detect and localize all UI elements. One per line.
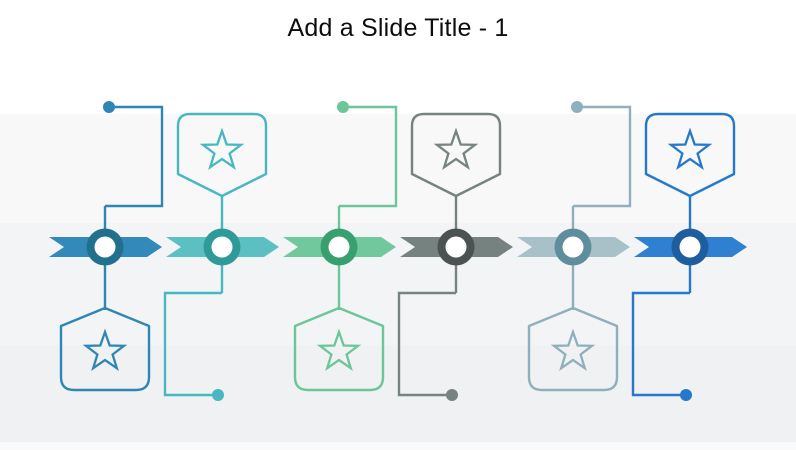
connector-endpoint-dot: [103, 101, 115, 113]
slide-title: Add a Slide Title - 1: [287, 14, 509, 42]
connector-elbow: [573, 105, 632, 208]
connector-elbow: [163, 291, 222, 397]
node-center: [211, 236, 233, 258]
node-center: [94, 236, 116, 258]
node-center: [562, 236, 584, 258]
node-center: [328, 236, 350, 258]
badge-shield: [644, 112, 736, 198]
star-icon: [316, 328, 362, 372]
connector-endpoint-dot: [446, 389, 458, 401]
badge-shield: [59, 306, 151, 392]
connector-endpoint-dot: [212, 389, 224, 401]
connector-elbow: [397, 291, 456, 397]
badge-shield: [410, 112, 502, 198]
badge-shield: [293, 306, 385, 392]
star-icon: [667, 127, 713, 171]
star-icon: [82, 328, 128, 372]
connector-endpoint-dot: [680, 389, 692, 401]
star-icon: [550, 328, 596, 372]
badge-shield: [527, 306, 619, 392]
connector-elbow: [339, 105, 398, 208]
connector-endpoint-dot: [571, 101, 583, 113]
connector-endpoint-dot: [337, 101, 349, 113]
connector-elbow: [105, 105, 164, 208]
connector-elbow: [631, 291, 690, 397]
background-band: [0, 0, 796, 114]
star-icon: [433, 127, 479, 171]
badge-shield: [176, 112, 268, 198]
star-icon: [199, 127, 245, 171]
node-center: [445, 236, 467, 258]
background-band: [0, 442, 796, 450]
node-center: [679, 236, 701, 258]
